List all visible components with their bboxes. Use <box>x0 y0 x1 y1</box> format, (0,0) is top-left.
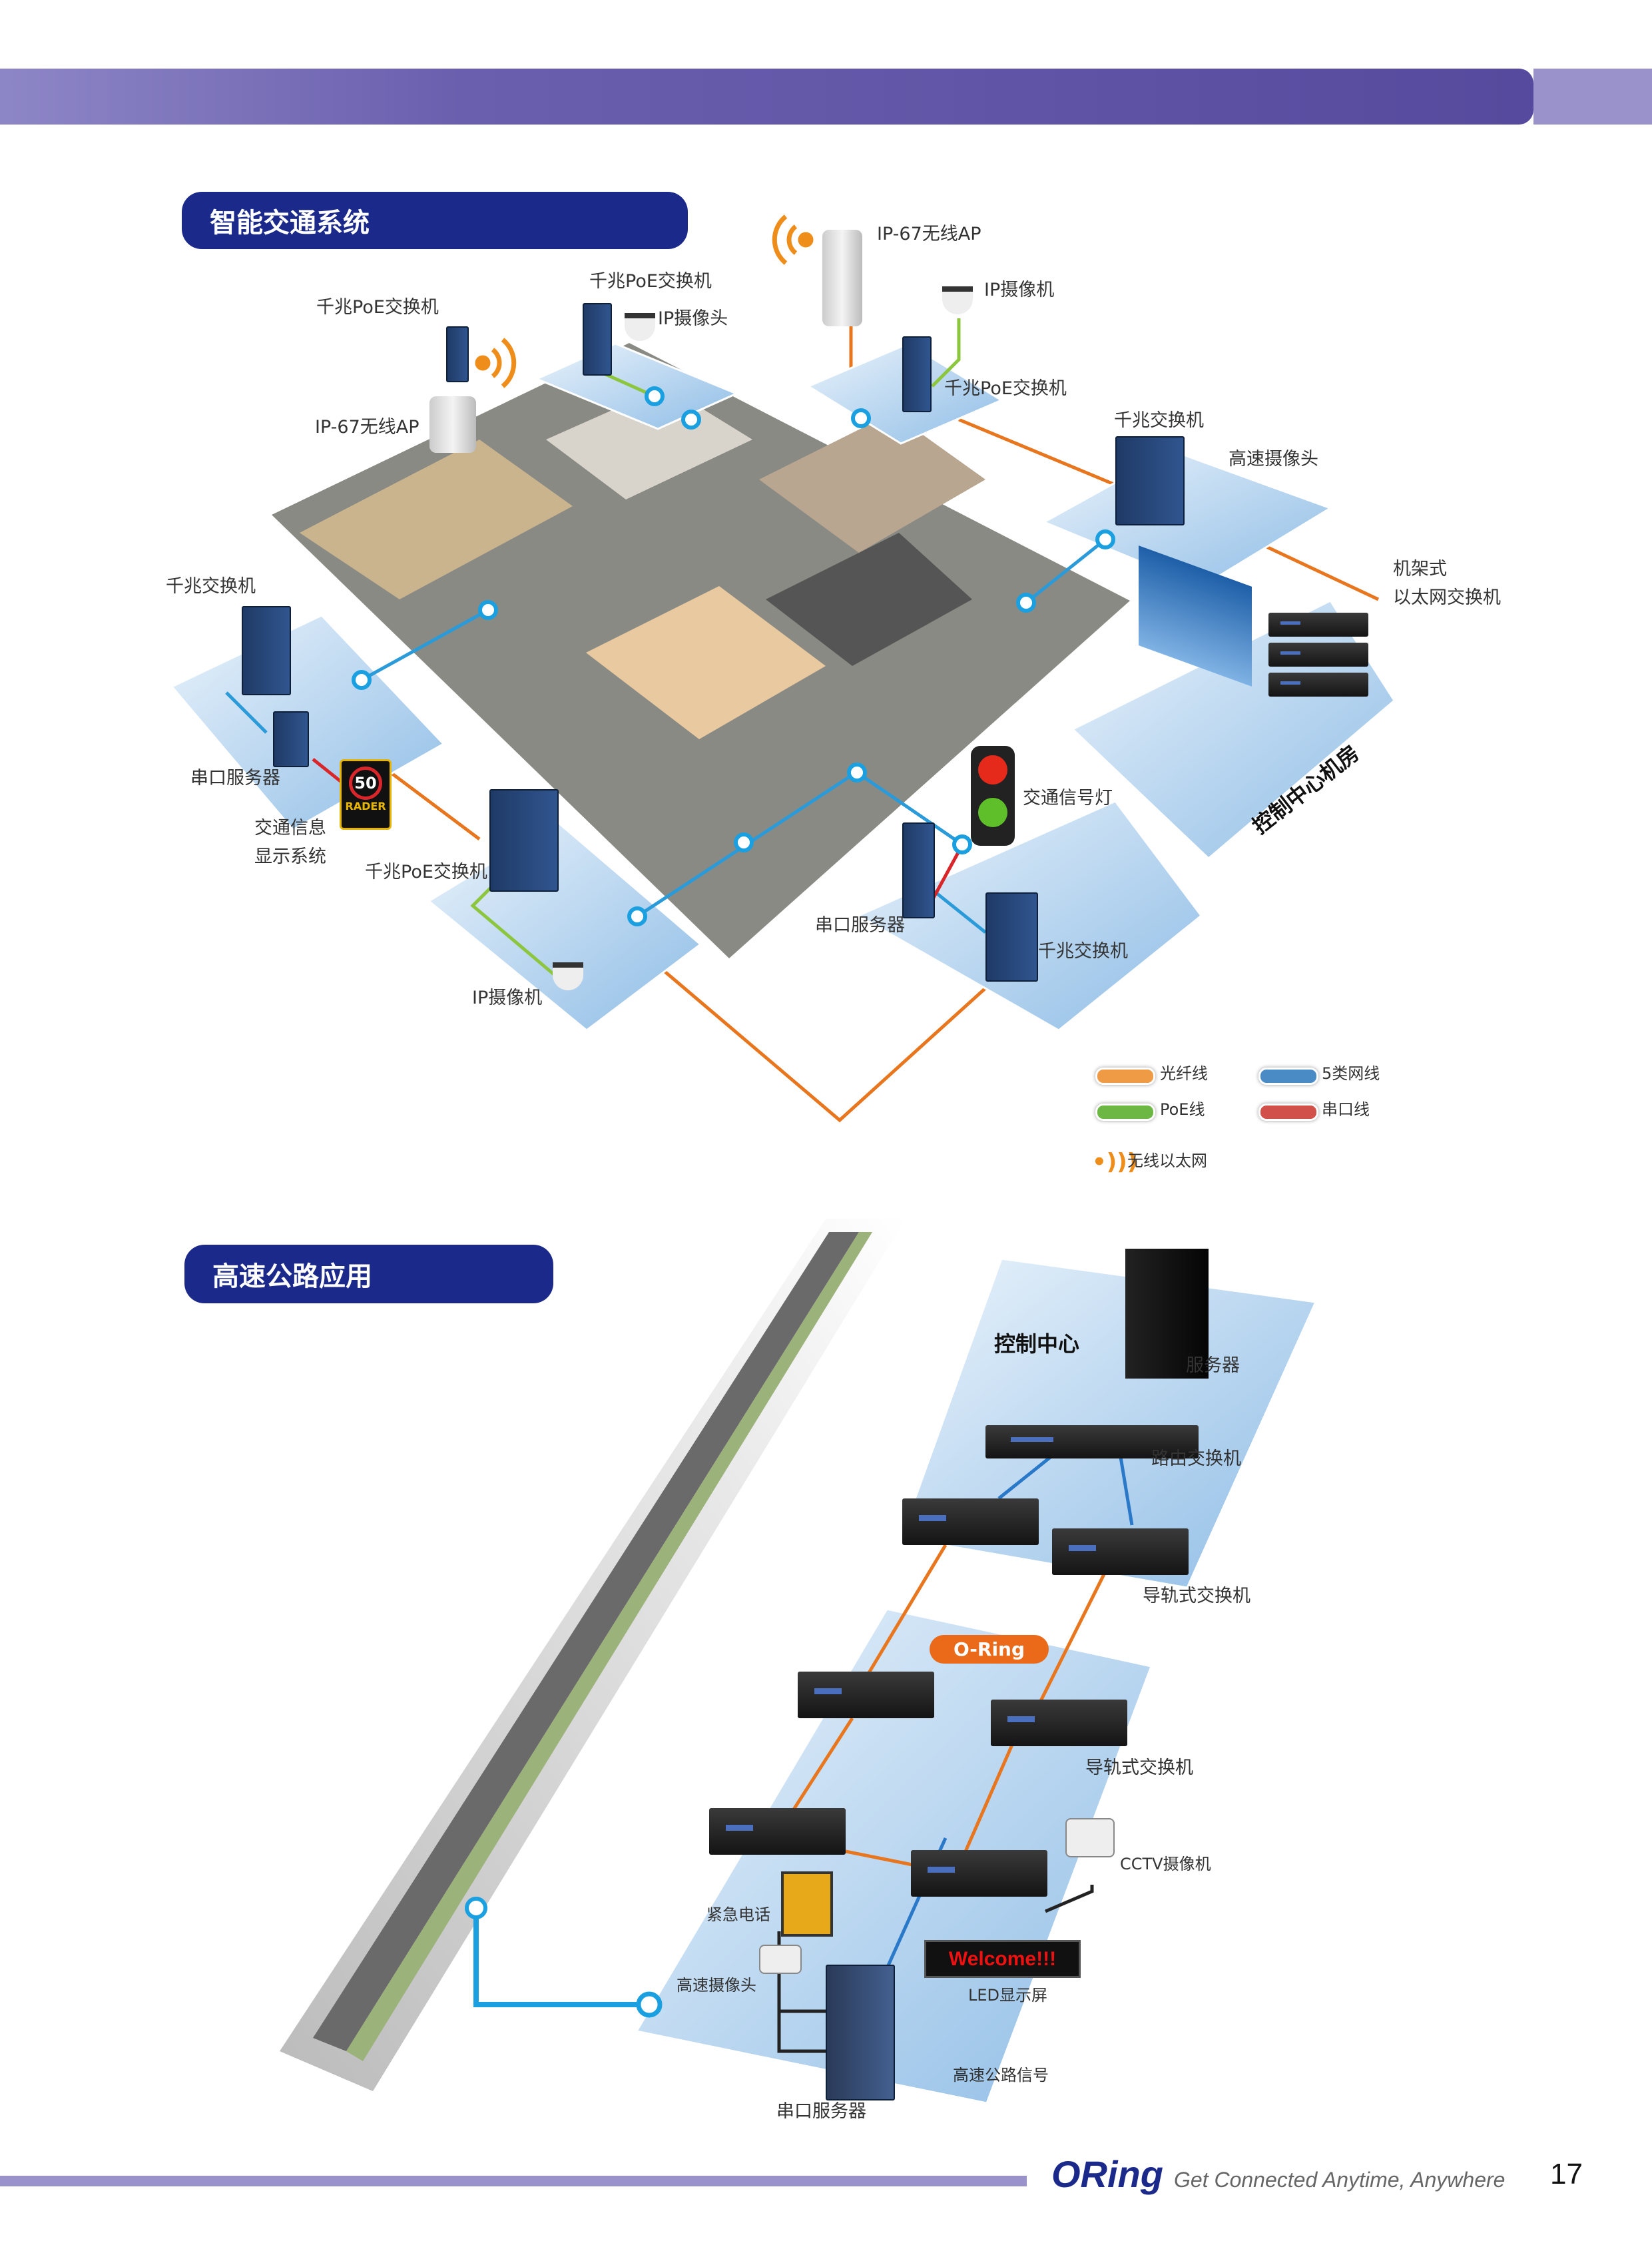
ip-camera-icon <box>942 286 973 314</box>
speed-sign: 50 RADER <box>340 759 392 830</box>
highway-ethernet-link <box>473 1908 649 2007</box>
rack-switch <box>1268 613 1368 637</box>
poe-switch-mid <box>902 336 932 412</box>
legend-label: 无线以太网 <box>1127 1151 1207 1170</box>
legend-swatch-serial <box>1258 1104 1318 1121</box>
label-ip-camera-bottom: IP摄像机 <box>472 988 543 1008</box>
legend-swatch-ethernet <box>1258 1068 1318 1085</box>
label-gigabit-switch-top-right: 千兆交换机 <box>1114 410 1204 431</box>
traffic-light <box>971 746 1015 846</box>
label-din-switch-mid: 导轨式交换机 <box>1085 1758 1193 1778</box>
connection-nodes <box>352 386 1115 926</box>
oring-logo: ORing <box>1051 2153 1163 2195</box>
label-gigabit-switch-left: 千兆交换机 <box>166 576 256 597</box>
label-speed-camera: 高速摄像头 <box>1229 449 1318 470</box>
label-gigabit-switch-bottom: 千兆交换机 <box>1038 941 1128 962</box>
din-switch <box>911 1850 1047 1897</box>
label-rack-switch-1: 机架式 <box>1393 559 1447 579</box>
section-title-its: 智能交通系统 <box>182 192 688 249</box>
legend-label: 光纤线 <box>1160 1064 1208 1083</box>
label-ip-camera-top-right: IP摄像机 <box>984 280 1055 300</box>
label-control-center: 控制中心 <box>994 1331 1080 1357</box>
label-ap-top: IP-67无线AP <box>877 224 981 244</box>
oring-fiber-ring <box>790 1544 1107 1867</box>
din-switch <box>1052 1528 1189 1575</box>
legend-label: 串口线 <box>1322 1100 1370 1119</box>
label-led-screen: LED显示屏 <box>968 1986 1048 2005</box>
label-cctv: CCTV摄像机 <box>1120 1855 1211 1873</box>
label-server: 服务器 <box>1186 1355 1240 1376</box>
label-poe-switch-top: 千兆PoE交换机 <box>589 271 712 292</box>
legend-swatch-fiber <box>1095 1068 1155 1085</box>
wifi-legend-icon: •))) <box>1092 1149 1138 1175</box>
label-emergency-phone: 紧急电话 <box>706 1905 770 1924</box>
label-serial-server: 串口服务器 <box>776 2101 866 2122</box>
wifi-icon <box>475 214 814 388</box>
ip-camera-icon <box>553 962 583 990</box>
din-switch <box>991 1700 1127 1746</box>
label-serial-server-bottom: 串口服务器 <box>815 915 905 936</box>
gigabit-switch-top-right <box>1115 436 1185 525</box>
router-switch <box>985 1425 1199 1458</box>
emergency-phone-icon <box>781 1871 833 1937</box>
legend-label: 5类网线 <box>1322 1064 1380 1083</box>
legend-swatch-poe <box>1095 1104 1155 1121</box>
header-band <box>0 69 1533 125</box>
page-number: 17 <box>1550 2158 1583 2190</box>
led-display: Welcome!!! <box>924 1940 1081 1978</box>
serial-server-left <box>273 711 309 767</box>
cctv-camera-icon <box>1065 1818 1115 1857</box>
label-din-switch-top: 导轨式交换机 <box>1143 1586 1250 1606</box>
header-band-tail <box>1533 69 1652 125</box>
gigabit-switch-left <box>242 606 291 695</box>
rack-switch <box>1268 673 1368 697</box>
oring-badge: O-Ring <box>930 1635 1049 1664</box>
speed-value: 50 <box>349 767 382 800</box>
rack-switch <box>1268 643 1368 667</box>
serial-server-device <box>826 1965 895 2100</box>
legend-label: PoE线 <box>1160 1100 1205 1119</box>
poe-switch-bottom <box>489 789 559 892</box>
label-rack-switch-2: 以太网交换机 <box>1393 587 1501 608</box>
ip-camera-icon <box>625 313 655 341</box>
label-traffic-info-1: 交通信息 <box>254 818 326 838</box>
din-switch <box>902 1498 1039 1545</box>
label-poe-switch-bottom: 千兆PoE交换机 <box>365 862 487 882</box>
label-poe-switch-building: 千兆PoE交换机 <box>316 297 439 318</box>
wireless-ap-building <box>429 396 476 453</box>
speed-camera-icon <box>759 1945 802 1974</box>
poe-switch-top <box>583 303 612 376</box>
footer-band <box>0 2176 1027 2186</box>
poe-switch-building <box>446 326 469 382</box>
din-switch <box>709 1808 846 1855</box>
footer-tagline: Get Connected Anytime, Anywhere <box>1174 2168 1506 2192</box>
wireless-ap-top <box>822 230 862 326</box>
din-switch <box>798 1672 934 1718</box>
label-ap-building: IP-67无线AP <box>315 417 419 438</box>
label-highway-signal: 高速公路信号 <box>953 2066 1049 2084</box>
label-ip-camera-head: IP摄像头 <box>658 308 728 329</box>
label-poe-switch-mid: 千兆PoE交换机 <box>944 378 1067 399</box>
label-serial-server-left: 串口服务器 <box>190 768 280 789</box>
gigabit-switch-bottom <box>985 892 1038 982</box>
server-tower <box>1125 1249 1209 1379</box>
speed-sign-text: RADER <box>345 800 386 812</box>
label-speed-camera: 高速摄像头 <box>677 1976 756 1995</box>
serial-server-bottom <box>902 822 935 918</box>
label-traffic-light: 交通信号灯 <box>1023 788 1113 808</box>
section-title-highway: 高速公路应用 <box>184 1245 553 1303</box>
label-traffic-info-2: 显示系统 <box>254 846 326 867</box>
label-router-switch: 路由交换机 <box>1151 1448 1241 1469</box>
